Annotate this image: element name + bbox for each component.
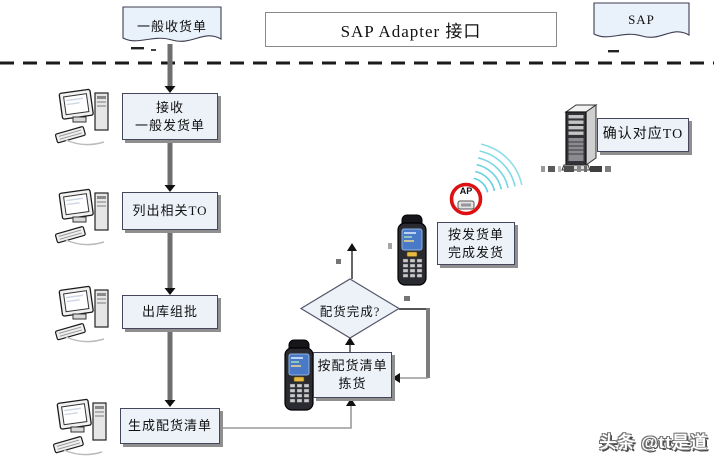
step-complete-shipping: 按发货单 完成发货 <box>437 222 515 265</box>
doc-curl-mark <box>608 50 619 53</box>
decision-diamond-shape <box>299 278 401 339</box>
receipt-document-shape <box>122 6 222 42</box>
sap-document-shape <box>593 2 690 38</box>
step-label: 确认对应TO <box>602 127 684 143</box>
tiny-branch-mark <box>336 259 341 264</box>
computer-icon <box>52 398 107 456</box>
sap-adapter-interface-label: SAP Adapter 接口 <box>340 22 482 41</box>
step-label-line1: 接收 <box>155 99 184 115</box>
watermark: 头条 @tt是道 <box>599 433 708 452</box>
doc-curl-mark <box>151 49 156 51</box>
ap-label: AP <box>459 186 473 196</box>
step-receive-delivery-note: 接收 一般发货单 <box>122 93 218 140</box>
tiny-branch-mark <box>388 243 392 249</box>
decision-no-loop <box>392 308 430 383</box>
flow-arrowheads <box>164 86 176 407</box>
step-pick-by-picklist: 按配货清单 拣货 <box>313 352 392 398</box>
picklist-route-line <box>221 406 352 429</box>
step-confirm-to: 确认对应TO <box>597 118 689 152</box>
pick-to-decision-arrow <box>345 337 355 345</box>
step-generate-picklist: 生成配货清单 <box>120 408 220 444</box>
step-label-line2: 拣货 <box>338 376 367 391</box>
step-label-line1: 按配货清单 <box>317 358 388 374</box>
computer-icon <box>54 188 109 246</box>
handheld-scanner-icon <box>397 214 427 286</box>
computer-icon <box>54 285 109 343</box>
step-label: 列出相关TO <box>132 203 208 219</box>
sap-document-label: SAP <box>628 12 655 27</box>
handheld-scanner-icon <box>284 339 314 411</box>
computer-icon <box>54 88 109 146</box>
step-label-line2: 一般发货单 <box>134 117 205 133</box>
doc-curl-mark <box>131 47 144 50</box>
sap-adapter-interface-box: SAP Adapter 接口 <box>265 12 557 47</box>
step-outbound-grouping: 出库组批 <box>122 295 218 329</box>
tiny-branch-mark <box>404 296 410 301</box>
wireless-waves-icon <box>473 143 523 193</box>
decision-yes-arrow <box>347 243 357 251</box>
step-label-line1: 按发货单 <box>447 226 504 242</box>
server-icon <box>561 104 597 171</box>
illegible-caption <box>541 165 611 173</box>
step-label: 出库组批 <box>141 304 198 320</box>
step-list-related-to: 列出相关TO <box>122 192 218 230</box>
step-label-line2: 完成发货 <box>447 244 504 260</box>
picklist-route-arrow <box>346 398 356 406</box>
receipt-document-label: 一般收货单 <box>136 19 207 34</box>
access-point-icon <box>449 182 483 216</box>
step-label: 生成配货清单 <box>127 418 212 434</box>
decision-label: 配货完成? <box>319 305 381 319</box>
